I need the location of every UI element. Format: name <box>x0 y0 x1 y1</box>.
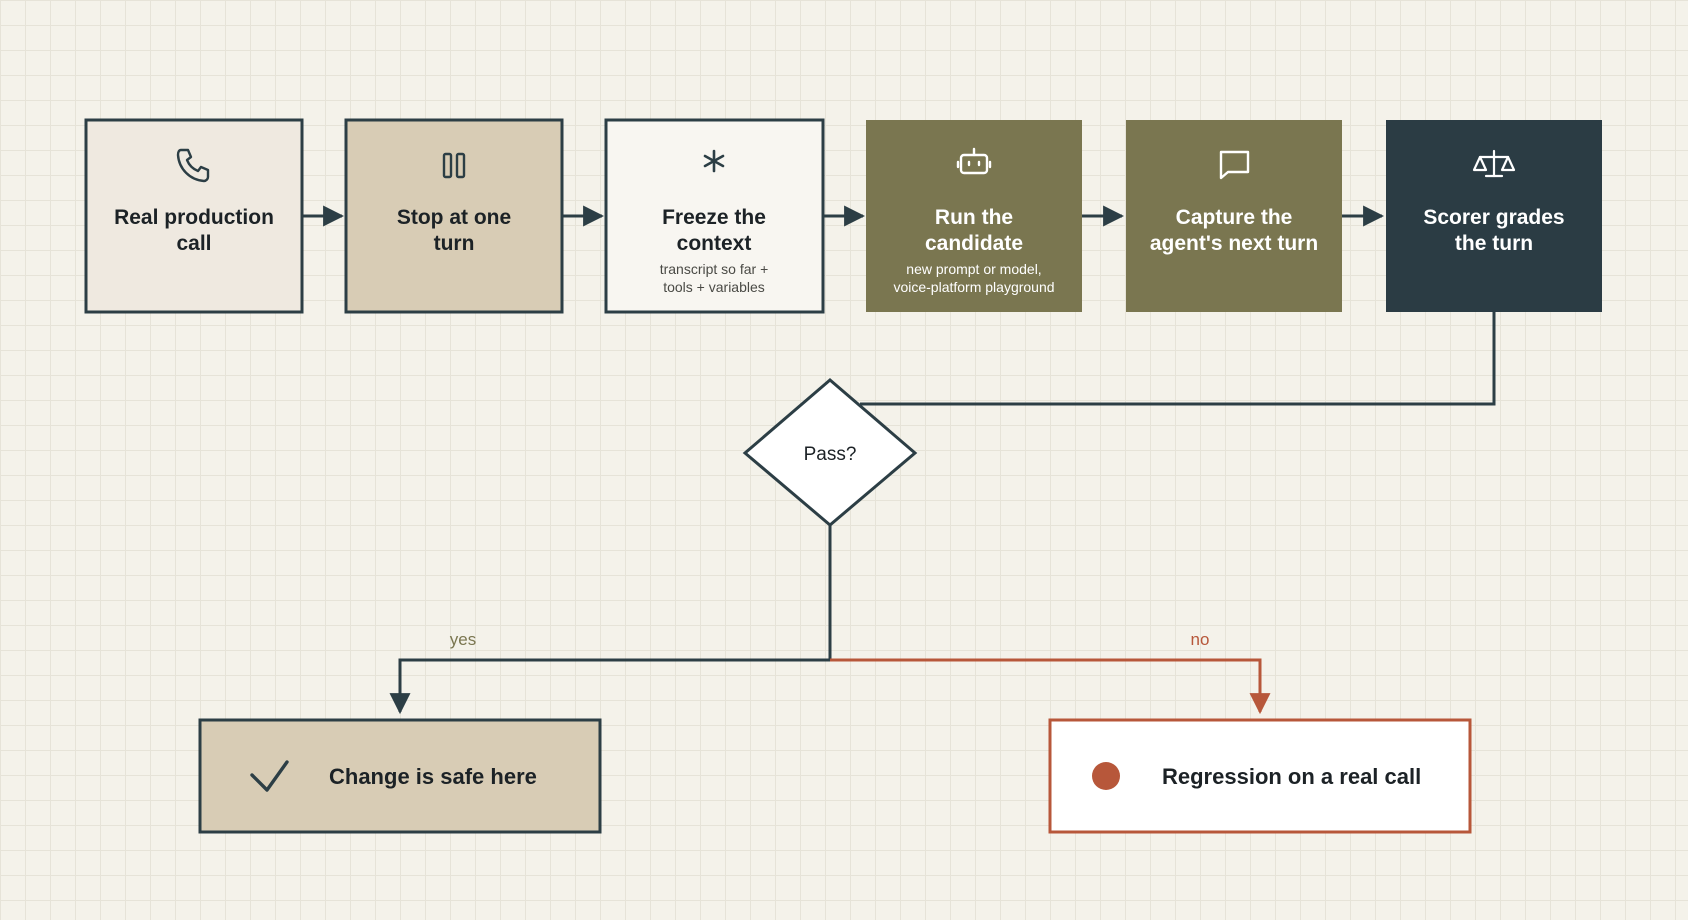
dot-icon <box>1092 762 1120 790</box>
no-connector <box>830 658 1271 715</box>
step-run-the-candidate: Run the candidate new prompt or model, v… <box>866 120 1082 312</box>
step-4-subtitle-line-1: new prompt or model, <box>906 261 1041 277</box>
no-branch <box>830 658 1271 715</box>
step-stop-at-one-turn: Stop at one turn <box>344 118 564 314</box>
step-6-title-line-2: the turn <box>1455 232 1533 255</box>
outcome-change-safe: Change is safe here <box>198 718 602 834</box>
outcome-safe-label: Change is safe here <box>329 764 537 789</box>
step-3-subtitle-line-2: tools + variables <box>663 279 765 295</box>
step-2-title-line-1: Stop at one <box>397 206 511 229</box>
step-5-title-line-2: agent's next turn <box>1150 232 1318 255</box>
step-5-title-line-1: Capture the <box>1176 206 1293 229</box>
step-1-title-line-2: call <box>176 232 211 255</box>
yes-label: yes <box>450 630 476 649</box>
asterisk-icon <box>703 149 725 173</box>
step-3-title-line-1: Freeze the <box>662 206 766 229</box>
step-scorer-grades-turn: Scorer grades the turn <box>1386 120 1602 312</box>
scale-icon <box>1472 149 1516 178</box>
step-connectors <box>302 205 1496 406</box>
step-real-production-call: Real production call <box>84 118 304 314</box>
no-label: no <box>1191 630 1210 649</box>
chat-bubble-icon <box>1219 150 1250 180</box>
yes-branch <box>389 525 832 715</box>
yes-connector <box>389 525 832 715</box>
step-6-title-line-1: Scorer grades <box>1423 206 1564 229</box>
step-4-title-line-1: Run the <box>935 206 1013 229</box>
phone-icon <box>176 148 210 183</box>
step-4-title-line-2: candidate <box>925 232 1023 255</box>
step-3-subtitle-line-1: transcript so far + <box>660 261 769 277</box>
outcome-regression: Regression on a real call <box>1048 718 1472 834</box>
pause-icon <box>442 152 466 179</box>
connector-scorer-to-decision <box>860 312 1496 406</box>
step-1-title-line-1: Real production <box>114 206 274 229</box>
robot-icon <box>956 147 992 175</box>
step-freeze-the-context: Freeze the context transcript so far + t… <box>604 118 825 314</box>
step-capture-next-turn: Capture the agent's next turn <box>1126 120 1342 312</box>
decision-label: Pass? <box>804 444 857 465</box>
decision-pass: Pass? <box>742 378 918 527</box>
step-3-title-line-2: context <box>677 232 752 255</box>
step-2-title-line-2: turn <box>434 232 475 255</box>
outcome-regression-label: Regression on a real call <box>1162 764 1421 789</box>
checkmark-icon <box>250 760 289 792</box>
step-4-subtitle-line-2: voice-platform playground <box>893 279 1054 295</box>
